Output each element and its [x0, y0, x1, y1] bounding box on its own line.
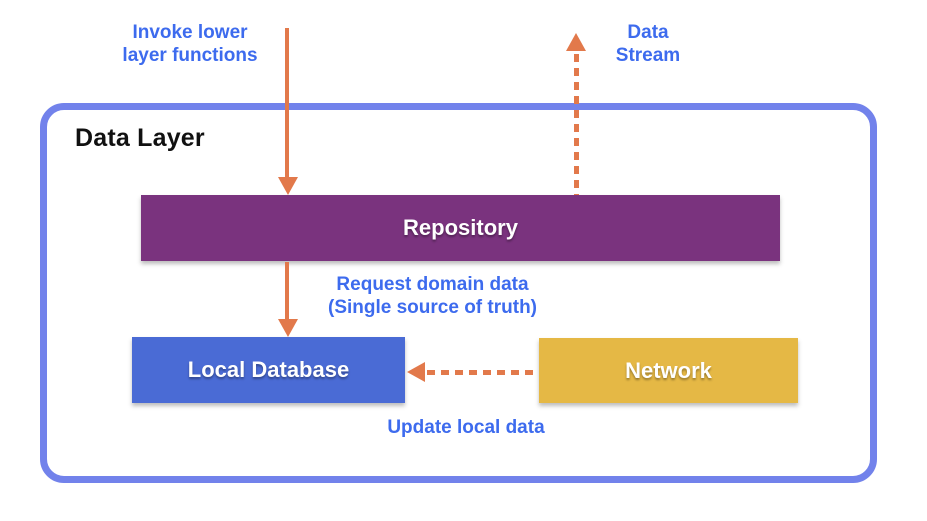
update-arrow-left-head-icon — [407, 362, 425, 382]
invoke-lower-layer-annotation: Invoke lower layer functions — [95, 21, 285, 67]
data-layer-title: Data Layer — [75, 124, 205, 152]
local-database-node-label: Local Database — [187, 357, 350, 382]
invoke-annotation-line1: Invoke lower — [132, 22, 248, 43]
request-arrow-shaft — [285, 262, 289, 320]
data-stream-annotation: Data Stream — [598, 21, 698, 67]
invoke-annotation-line2: layer functions — [122, 45, 258, 66]
network-node: Network — [539, 338, 798, 403]
request-domain-data-annotation: Request domain data (Single source of tr… — [300, 273, 565, 319]
repository-node-label: Repository — [403, 215, 518, 240]
request-arrow-down-head-icon — [278, 319, 298, 337]
update-arrow-dashed-shaft — [427, 370, 539, 375]
invoke-arrow-shaft — [285, 28, 289, 178]
data-stream-annotation-line2: Stream — [615, 45, 681, 66]
repository-node: Repository — [141, 195, 780, 261]
data-stream-arrow-up-head-icon — [566, 33, 586, 51]
data-layer-container: Data Layer — [40, 103, 877, 483]
invoke-arrow-down-head-icon — [278, 177, 298, 195]
data-stream-annotation-line1: Data — [627, 22, 669, 43]
request-annotation-line2: (Single source of truth) — [328, 297, 537, 318]
update-local-data-annotation: Update local data — [387, 417, 545, 438]
data-stream-arrow-dashed-shaft — [574, 54, 579, 195]
network-node-label: Network — [625, 357, 712, 383]
local-database-node: Local Database — [132, 337, 405, 403]
request-annotation-line1: Request domain data — [336, 274, 529, 295]
